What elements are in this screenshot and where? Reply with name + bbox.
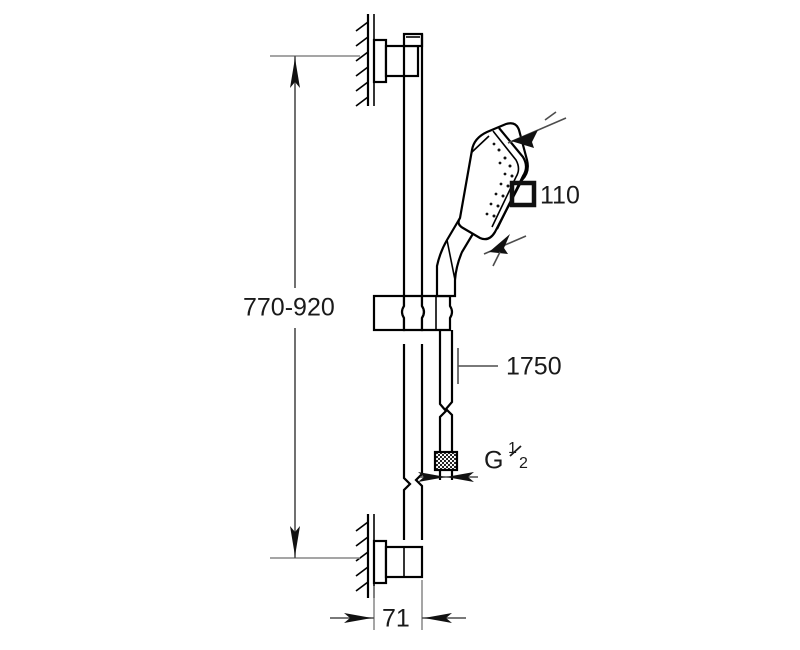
shower-rail <box>402 34 424 540</box>
dimension-rail-height-label: 770-920 <box>243 294 335 322</box>
upper-rail-bracket <box>372 32 424 84</box>
dimension-hose-length: 1750 <box>457 348 562 384</box>
handshower <box>435 122 529 298</box>
dimension-thread-denominator: 2 <box>519 455 528 472</box>
dimension-head-size: 110 <box>483 111 580 267</box>
dimension-thread-letter: G <box>484 447 503 475</box>
dimension-wall-projection: 71 <box>330 580 466 633</box>
lower-rail-bracket <box>372 539 424 585</box>
dimension-hose-length-label: 1750 <box>506 353 562 381</box>
dimension-thread-numerator: 1 <box>508 440 517 457</box>
dimension-head-size-label: 110 <box>540 182 580 210</box>
square-symbol-icon <box>509 180 537 208</box>
dimension-wall-projection-label: 71 <box>382 605 410 633</box>
hose-connector-nut <box>433 450 459 472</box>
dimension-rail-height: 770-920 <box>243 55 360 559</box>
sliding-holder <box>372 294 454 332</box>
shower-hose <box>433 330 459 480</box>
dimension-thread: G 1 2 <box>418 440 528 482</box>
